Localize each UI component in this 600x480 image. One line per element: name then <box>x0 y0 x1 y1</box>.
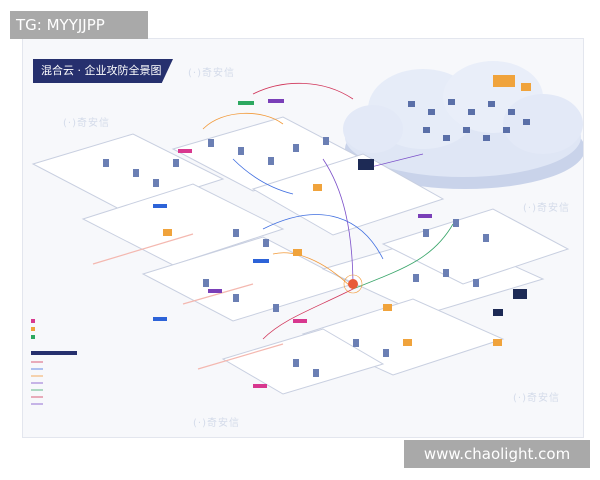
network-floors <box>31 116 570 395</box>
site-url-watermark: www.chaolight.com <box>404 440 590 468</box>
brand-watermark: (·)奇安信 <box>63 118 110 129</box>
brand-watermark: (·)奇安信 <box>193 418 240 429</box>
central-firewall-node <box>348 279 358 289</box>
cloud-firewall-box <box>521 83 531 91</box>
brand-watermark: (·)奇安信 <box>513 393 560 404</box>
cloud-region <box>343 61 583 189</box>
node-tags <box>153 99 432 388</box>
legend <box>31 319 77 405</box>
security-barriers <box>92 233 284 370</box>
monitors <box>358 159 527 316</box>
brand-watermark: (·)奇安信 <box>188 68 235 79</box>
attack-defense-poster: 混合云 · 企业攻防全景图 (·)奇安信 (·)奇安信 (·)奇安信 (·)奇安… <box>22 38 584 438</box>
network-diagram <box>31 61 583 405</box>
brand-watermark: (·)奇安信 <box>523 203 570 214</box>
telegram-watermark: TG: MYYJJPP <box>10 11 148 39</box>
orange-appliances <box>163 184 502 346</box>
poster-title: 混合云 · 企业攻防全景图 <box>33 59 173 83</box>
cloud-servers <box>408 99 530 141</box>
devices <box>103 137 489 377</box>
cloud-gateway-box <box>493 75 515 87</box>
